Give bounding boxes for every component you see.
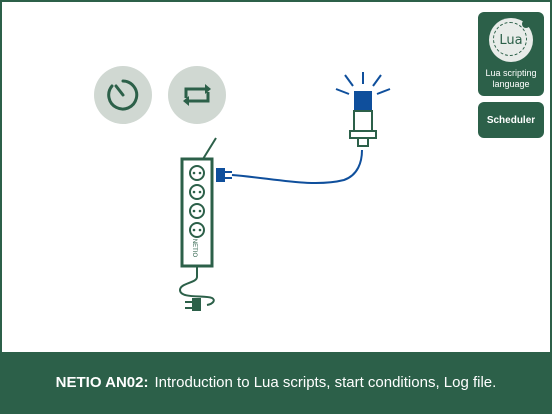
- repeat-icon[interactable]: [168, 66, 226, 124]
- lua-scripting-badge[interactable]: Lua Lua scripting language: [478, 12, 544, 96]
- lua-logo-text: Lua: [499, 32, 523, 48]
- input-plug-icon: [185, 298, 201, 311]
- scheduler-button[interactable]: Scheduler: [478, 102, 544, 138]
- footer-subtitle: Introduction to Lua scripts, start condi…: [154, 373, 497, 391]
- timer-icon[interactable]: [94, 66, 152, 124]
- lamp-cable: [231, 149, 363, 185]
- beacon-lamp-icon: [335, 72, 391, 147]
- socket-4: [189, 222, 205, 238]
- lua-logo-ring: [493, 22, 527, 56]
- footer-title: NETIO AN02:: [55, 373, 149, 391]
- socket-3: [189, 203, 205, 219]
- plug-icon: [216, 168, 232, 182]
- socket-2: [189, 184, 205, 200]
- illustration: NETIO: [94, 66, 391, 311]
- lua-logo-dot: [522, 20, 530, 28]
- lua-badge-caption: Lua scripting language: [478, 68, 544, 90]
- socket-1: [189, 165, 205, 181]
- footer-banner: NETIO AN02: Introduction to Lua scripts,…: [2, 352, 550, 412]
- power-strip-icon: NETIO: [180, 137, 217, 268]
- lua-caption-line2: language: [492, 79, 530, 89]
- input-cable: [178, 266, 215, 306]
- lua-logo-icon: Lua: [489, 18, 533, 62]
- lua-caption-line1: Lua scripting: [485, 68, 537, 78]
- strip-brand: NETIO: [191, 239, 197, 258]
